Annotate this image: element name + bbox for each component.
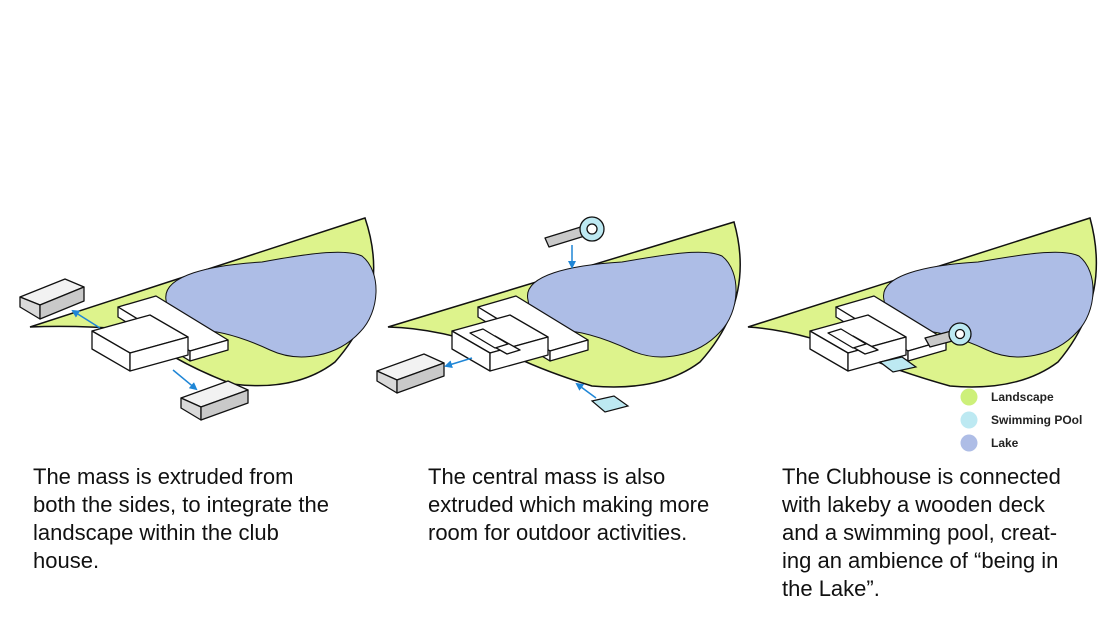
- legend-item-landscape: Landscape: [960, 388, 1054, 406]
- deck-and-pool-element: [544, 216, 605, 248]
- wooden-deck: [924, 322, 972, 348]
- legend-item-lake: Lake: [960, 434, 1019, 452]
- extrude-arrow-left: [71, 309, 101, 329]
- swimming-pool: [878, 356, 918, 373]
- panel-3: [747, 217, 1098, 388]
- legend: Landscape Swimming POol Lake: [960, 388, 1082, 452]
- clubhouse-mass: [451, 295, 589, 372]
- extruded-block-left: [19, 278, 85, 320]
- legend-label: Swimming POol: [991, 413, 1082, 427]
- caption-step-2: The central mass is also extruded which …: [428, 464, 710, 545]
- extruded-central-block: [376, 353, 445, 394]
- legend-item-swimming-pool: Swimming POol: [960, 411, 1082, 429]
- legend-label: Lake: [991, 436, 1019, 450]
- extruded-block-right: [180, 380, 249, 421]
- clubhouse-mass: [809, 295, 947, 372]
- swimming-pool-piece: [590, 395, 630, 413]
- legend-label: Landscape: [991, 390, 1054, 404]
- pool-arrow: [575, 382, 597, 399]
- clubhouse-mass: [91, 295, 229, 372]
- caption-step-3: The Clubhouse is connected with lakeby a…: [782, 464, 1061, 601]
- caption-step-1: The mass is extruded from both the sides…: [33, 464, 329, 573]
- legend-swatch: [960, 434, 978, 452]
- panel-1: [19, 217, 377, 421]
- panel-2: [376, 216, 741, 413]
- extrude-arrow-left: [444, 357, 473, 369]
- legend-swatch: [960, 411, 978, 429]
- extrude-arrow-right: [172, 369, 198, 391]
- legend-swatch: [960, 388, 978, 406]
